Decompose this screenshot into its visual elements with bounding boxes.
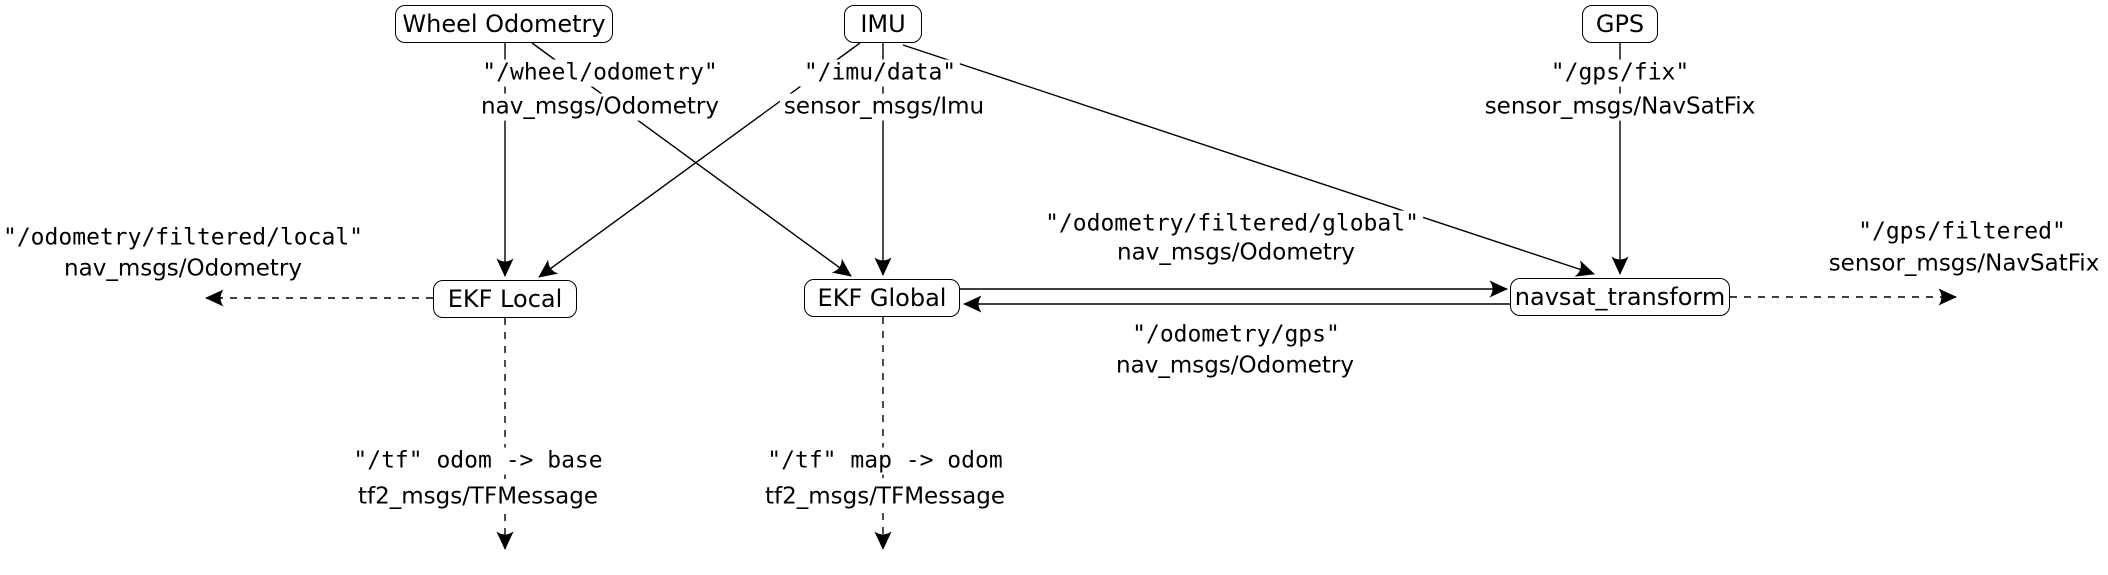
label-odometry-gps-type: nav_msgs/Odometry bbox=[1112, 352, 1358, 380]
node-navsat-transform-label: navsat_transform bbox=[1514, 283, 1726, 311]
label-global-output-topic: "/odometry/filtered/global" bbox=[1041, 210, 1423, 238]
label-local-output-type: nav_msgs/Odometry bbox=[60, 255, 306, 283]
node-ekf-global-label: EKF Global bbox=[817, 284, 947, 312]
label-wheel-type: nav_msgs/Odometry bbox=[477, 93, 723, 121]
label-gps-filtered-type: sensor_msgs/NavSatFix bbox=[1824, 250, 2104, 278]
node-ekf-local: EKF Local bbox=[433, 280, 577, 318]
label-odometry-gps-topic: "/odometry/gps" bbox=[1128, 321, 1344, 349]
label-tf-global-topic: "/tf" map -> odom bbox=[763, 447, 1007, 475]
label-global-output-type: nav_msgs/Odometry bbox=[1113, 239, 1359, 267]
label-imu-type: sensor_msgs/Imu bbox=[779, 93, 989, 121]
label-wheel-topic: "/wheel/odometry" bbox=[478, 59, 722, 87]
node-gps: GPS bbox=[1582, 5, 1658, 43]
edge-imu-to-navsat bbox=[902, 44, 1595, 277]
node-imu: IMU bbox=[844, 5, 922, 43]
label-local-output-topic: "/odometry/filtered/local" bbox=[0, 224, 368, 252]
node-imu-label: IMU bbox=[860, 10, 906, 38]
label-imu-topic: "/imu/data" bbox=[799, 59, 961, 87]
node-navsat-transform: navsat_transform bbox=[1510, 278, 1730, 316]
node-gps-label: GPS bbox=[1595, 10, 1645, 38]
node-ekf-global: EKF Global bbox=[804, 279, 960, 317]
label-gps-type: sensor_msgs/NavSatFix bbox=[1480, 93, 1760, 121]
label-tf-local-topic: "/tf" odom -> base bbox=[349, 447, 607, 475]
node-wheel-odometry: Wheel Odometry bbox=[395, 5, 613, 43]
label-gps-filtered-topic: "/gps/filtered" bbox=[1854, 218, 2070, 246]
label-gps-topic: "/gps/fix" bbox=[1546, 59, 1694, 87]
node-ekf-local-label: EKF Local bbox=[447, 285, 563, 313]
label-tf-local-type: tf2_msgs/TFMessage bbox=[353, 483, 603, 511]
node-wheel-odometry-label: Wheel Odometry bbox=[402, 10, 606, 38]
label-tf-global-type: tf2_msgs/TFMessage bbox=[760, 483, 1010, 511]
